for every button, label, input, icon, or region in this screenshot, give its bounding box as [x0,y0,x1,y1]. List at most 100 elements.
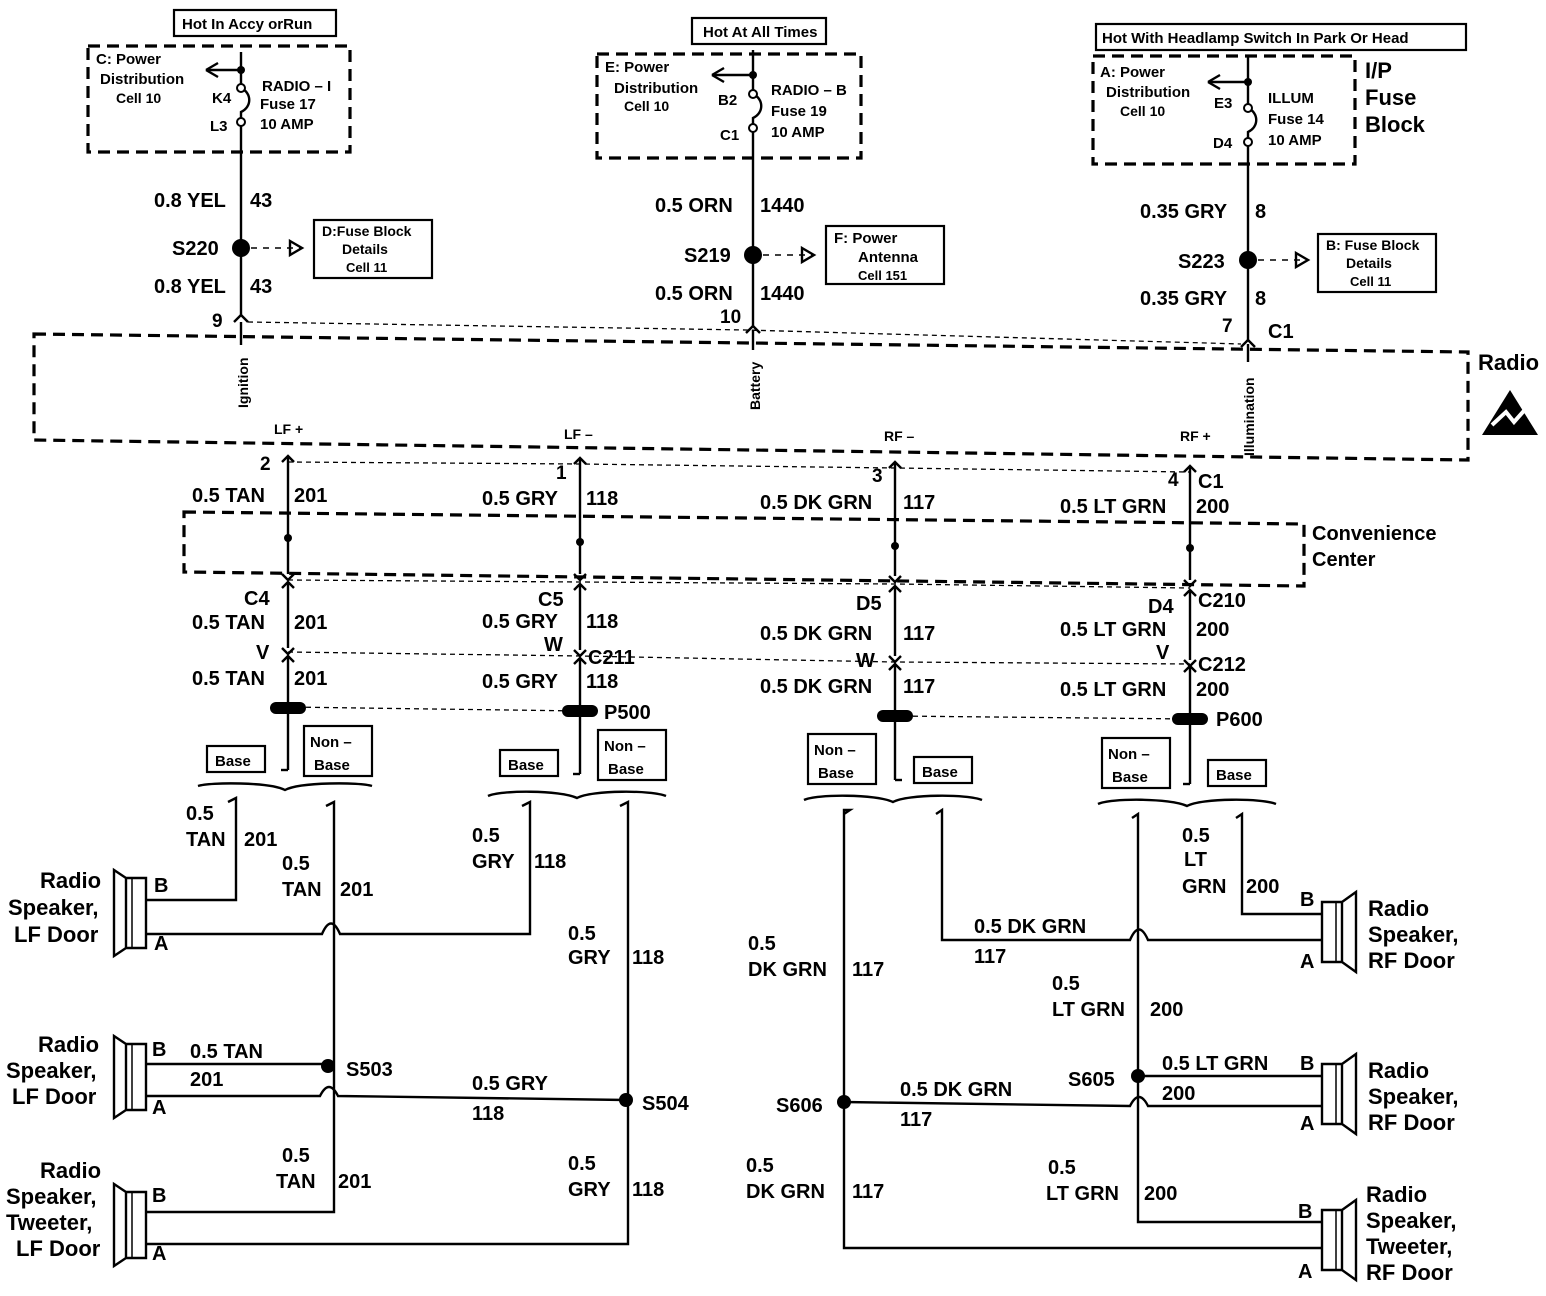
svg-text:117: 117 [852,959,884,981]
svg-text:118: 118 [534,851,566,873]
svg-text:1: 1 [556,463,567,484]
svg-text:RF Door: RF Door [1366,1260,1453,1285]
svg-text:0.5 DK GRN: 0.5 DK GRN [974,916,1086,938]
fuse-block-details-d: D:Fuse Block Details Cell 11 [312,218,434,280]
radio-term-battery: Battery [747,330,763,410]
svg-text:3: 3 [872,466,883,487]
svg-text:C1: C1 [1268,321,1294,343]
svg-text:0.5 DK GRN: 0.5 DK GRN [760,623,872,645]
svg-text:B: B [1298,1201,1312,1223]
svg-text:10 AMP: 10 AMP [771,124,825,141]
svg-text:A: Power: A: Power [1100,64,1165,81]
svg-text:Fuse: Fuse [1365,85,1416,110]
svg-text:Non –: Non – [604,738,646,755]
power-antenna-ref: F: Power Antenna Cell 151 [824,224,946,286]
svg-text:Details: Details [342,241,388,257]
svg-text:Base: Base [1112,769,1148,786]
svg-text:0.8 YEL: 0.8 YEL [154,190,226,212]
option-nonbase-rf-minus: Non – Base [806,732,878,786]
svg-text:LT: LT [1184,849,1207,871]
svg-text:A: A [1300,951,1314,973]
svg-text:S220: S220 [172,238,219,260]
radio-c1-connector-line [247,321,1242,345]
svg-text:117: 117 [852,1181,884,1203]
svg-text:Distribution: Distribution [1106,84,1190,101]
svg-text:Battery: Battery [747,362,763,410]
svg-text:0.35 GRY: 0.35 GRY [1140,201,1228,223]
svg-text:B: B [152,1039,166,1061]
radio-term-lf-plus: LF + [274,421,303,437]
c211-c212-connector-line [287,651,1191,665]
svg-text:LF Door: LF Door [16,1236,101,1261]
option-nonbase-lf-plus: Non – Base [302,724,374,778]
speaker-lf-tweeter: Radio Speaker, Tweeter, LF Door B A [6,1158,166,1269]
svg-text:117: 117 [900,1109,932,1131]
svg-text:Non –: Non – [310,734,352,751]
svg-text:B: B [154,875,168,897]
svg-text:8: 8 [1255,288,1266,310]
svg-text:0.5: 0.5 [1182,825,1210,847]
svg-text:Hot With Headlamp Switch In Pa: Hot With Headlamp Switch In Park Or Head [1102,30,1409,47]
svg-text:201: 201 [338,1171,371,1193]
convenience-center-label: Convenience Center [1312,523,1436,571]
shield-drain-icon [1172,713,1208,725]
svg-text:L3: L3 [210,118,228,135]
svg-text:S606: S606 [776,1095,823,1117]
svg-text:118: 118 [586,488,618,510]
svg-text:8: 8 [1255,201,1266,223]
option-base-lf-plus: Base [205,744,267,774]
svg-text:0.5: 0.5 [186,803,214,825]
svg-text:Non –: Non – [1108,746,1150,763]
svg-text:B: B [152,1185,166,1207]
svg-text:43: 43 [250,276,272,298]
svg-text:118: 118 [586,611,618,633]
svg-text:200: 200 [1162,1083,1195,1105]
svg-text:Ignition: Ignition [235,357,251,408]
svg-text:Radio: Radio [1366,1182,1427,1207]
svg-text:0.5: 0.5 [1052,973,1080,995]
svg-text:Hot At All Times: Hot At All Times [703,24,817,41]
svg-text:V: V [1156,642,1170,664]
svg-text:B2: B2 [718,92,737,109]
speaker-lf-door-1: Radio Speaker, LF Door B A [8,867,168,959]
svg-text:0.5 GRY: 0.5 GRY [482,671,559,693]
fuse-enclosure-ign [86,44,352,154]
radio-label: Radio [1478,350,1539,375]
esd-sensitive-icon [1482,390,1538,435]
svg-text:E: Power: E: Power [605,59,669,76]
svg-text:C4: C4 [244,588,270,610]
svg-text:A: A [152,1097,166,1119]
svg-text:P600: P600 [1216,709,1263,731]
svg-text:DK GRN: DK GRN [746,1181,825,1203]
svg-text:Fuse 14: Fuse 14 [1268,111,1325,128]
svg-text:RADIO – I: RADIO – I [262,78,331,95]
svg-text:0.5 TAN: 0.5 TAN [192,485,265,507]
svg-text:Fuse 19: Fuse 19 [771,103,827,120]
svg-text:0.5 TAN: 0.5 TAN [190,1041,263,1063]
circuit-rf-plus: 4 C1 0.5 LT GRN 200 D4 C210 0.5 LT GRN 2… [1060,464,1277,808]
svg-text:Base: Base [922,764,958,781]
svg-text:D4: D4 [1148,596,1174,618]
svg-text:0.5 GRY: 0.5 GRY [472,1073,549,1095]
svg-text:RF Door: RF Door [1368,948,1455,973]
svg-text:117: 117 [903,676,935,698]
svg-text:0.5 ORN: 0.5 ORN [655,283,733,305]
svg-text:Distribution: Distribution [100,71,184,88]
radio-term-ignition: Ignition [235,322,251,408]
svg-text:LF Door: LF Door [12,1084,97,1109]
svg-text:0.5 LT GRN: 0.5 LT GRN [1162,1053,1268,1075]
svg-text:118: 118 [472,1103,504,1125]
shield-drain-icon [270,702,306,714]
svg-text:Cell 151: Cell 151 [858,268,907,283]
svg-text:0.5 LT GRN: 0.5 LT GRN [1060,619,1166,641]
svg-text:Distribution: Distribution [614,80,698,97]
svg-text:Cell 10: Cell 10 [1120,103,1165,119]
svg-text:D4: D4 [1213,135,1233,152]
svg-text:GRY: GRY [568,1179,611,1201]
svg-text:Radio: Radio [40,1158,101,1183]
p600-drain-line [894,715,1191,720]
svg-text:C5: C5 [538,589,564,611]
svg-text:200: 200 [1196,619,1229,641]
svg-text:GRN: GRN [1182,876,1226,898]
